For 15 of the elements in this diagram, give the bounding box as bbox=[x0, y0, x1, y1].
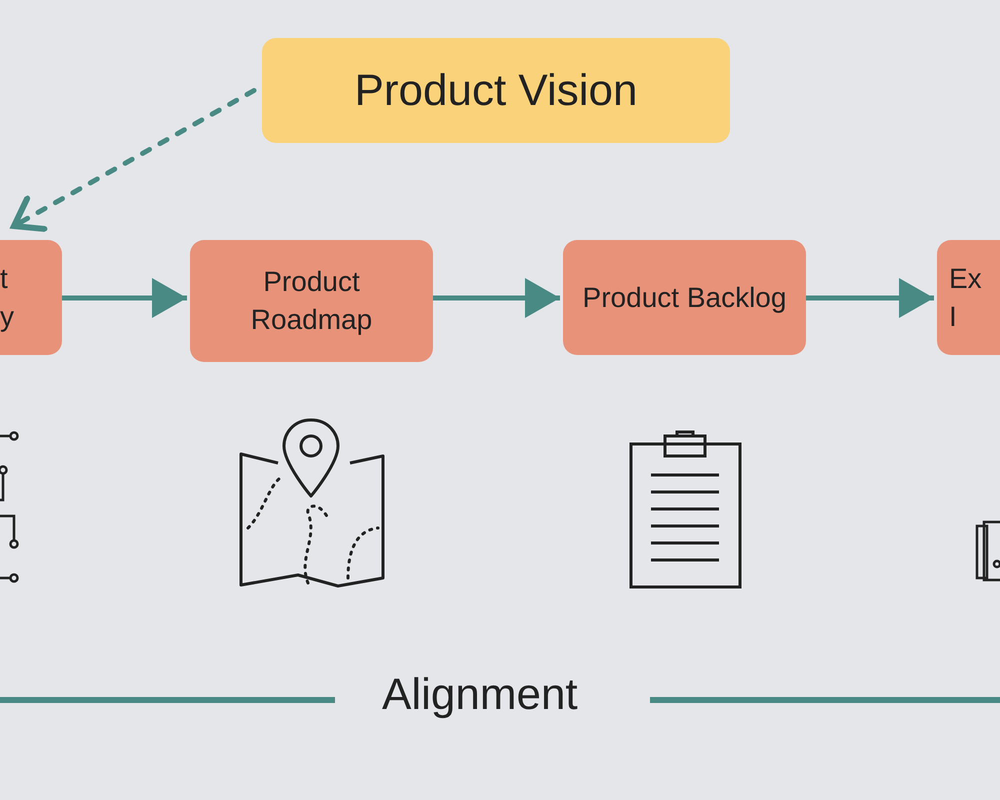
box-label: t y bbox=[0, 262, 15, 334]
alignment-label: Alignment bbox=[382, 670, 578, 720]
process-box bbox=[0, 240, 62, 355]
vision-box bbox=[262, 38, 730, 143]
arrow bbox=[806, 278, 934, 318]
box-label: Ex I bbox=[949, 262, 983, 334]
box-label: Product Backlog bbox=[582, 280, 786, 315]
process-box bbox=[563, 240, 806, 355]
process-box bbox=[190, 240, 433, 362]
arrow bbox=[11, 88, 256, 232]
box-label: Product Roadmap bbox=[250, 265, 374, 337]
process-box bbox=[937, 240, 1000, 355]
arrow bbox=[62, 278, 187, 318]
box-label: Product Vision bbox=[354, 64, 638, 117]
arrow bbox=[433, 278, 560, 318]
